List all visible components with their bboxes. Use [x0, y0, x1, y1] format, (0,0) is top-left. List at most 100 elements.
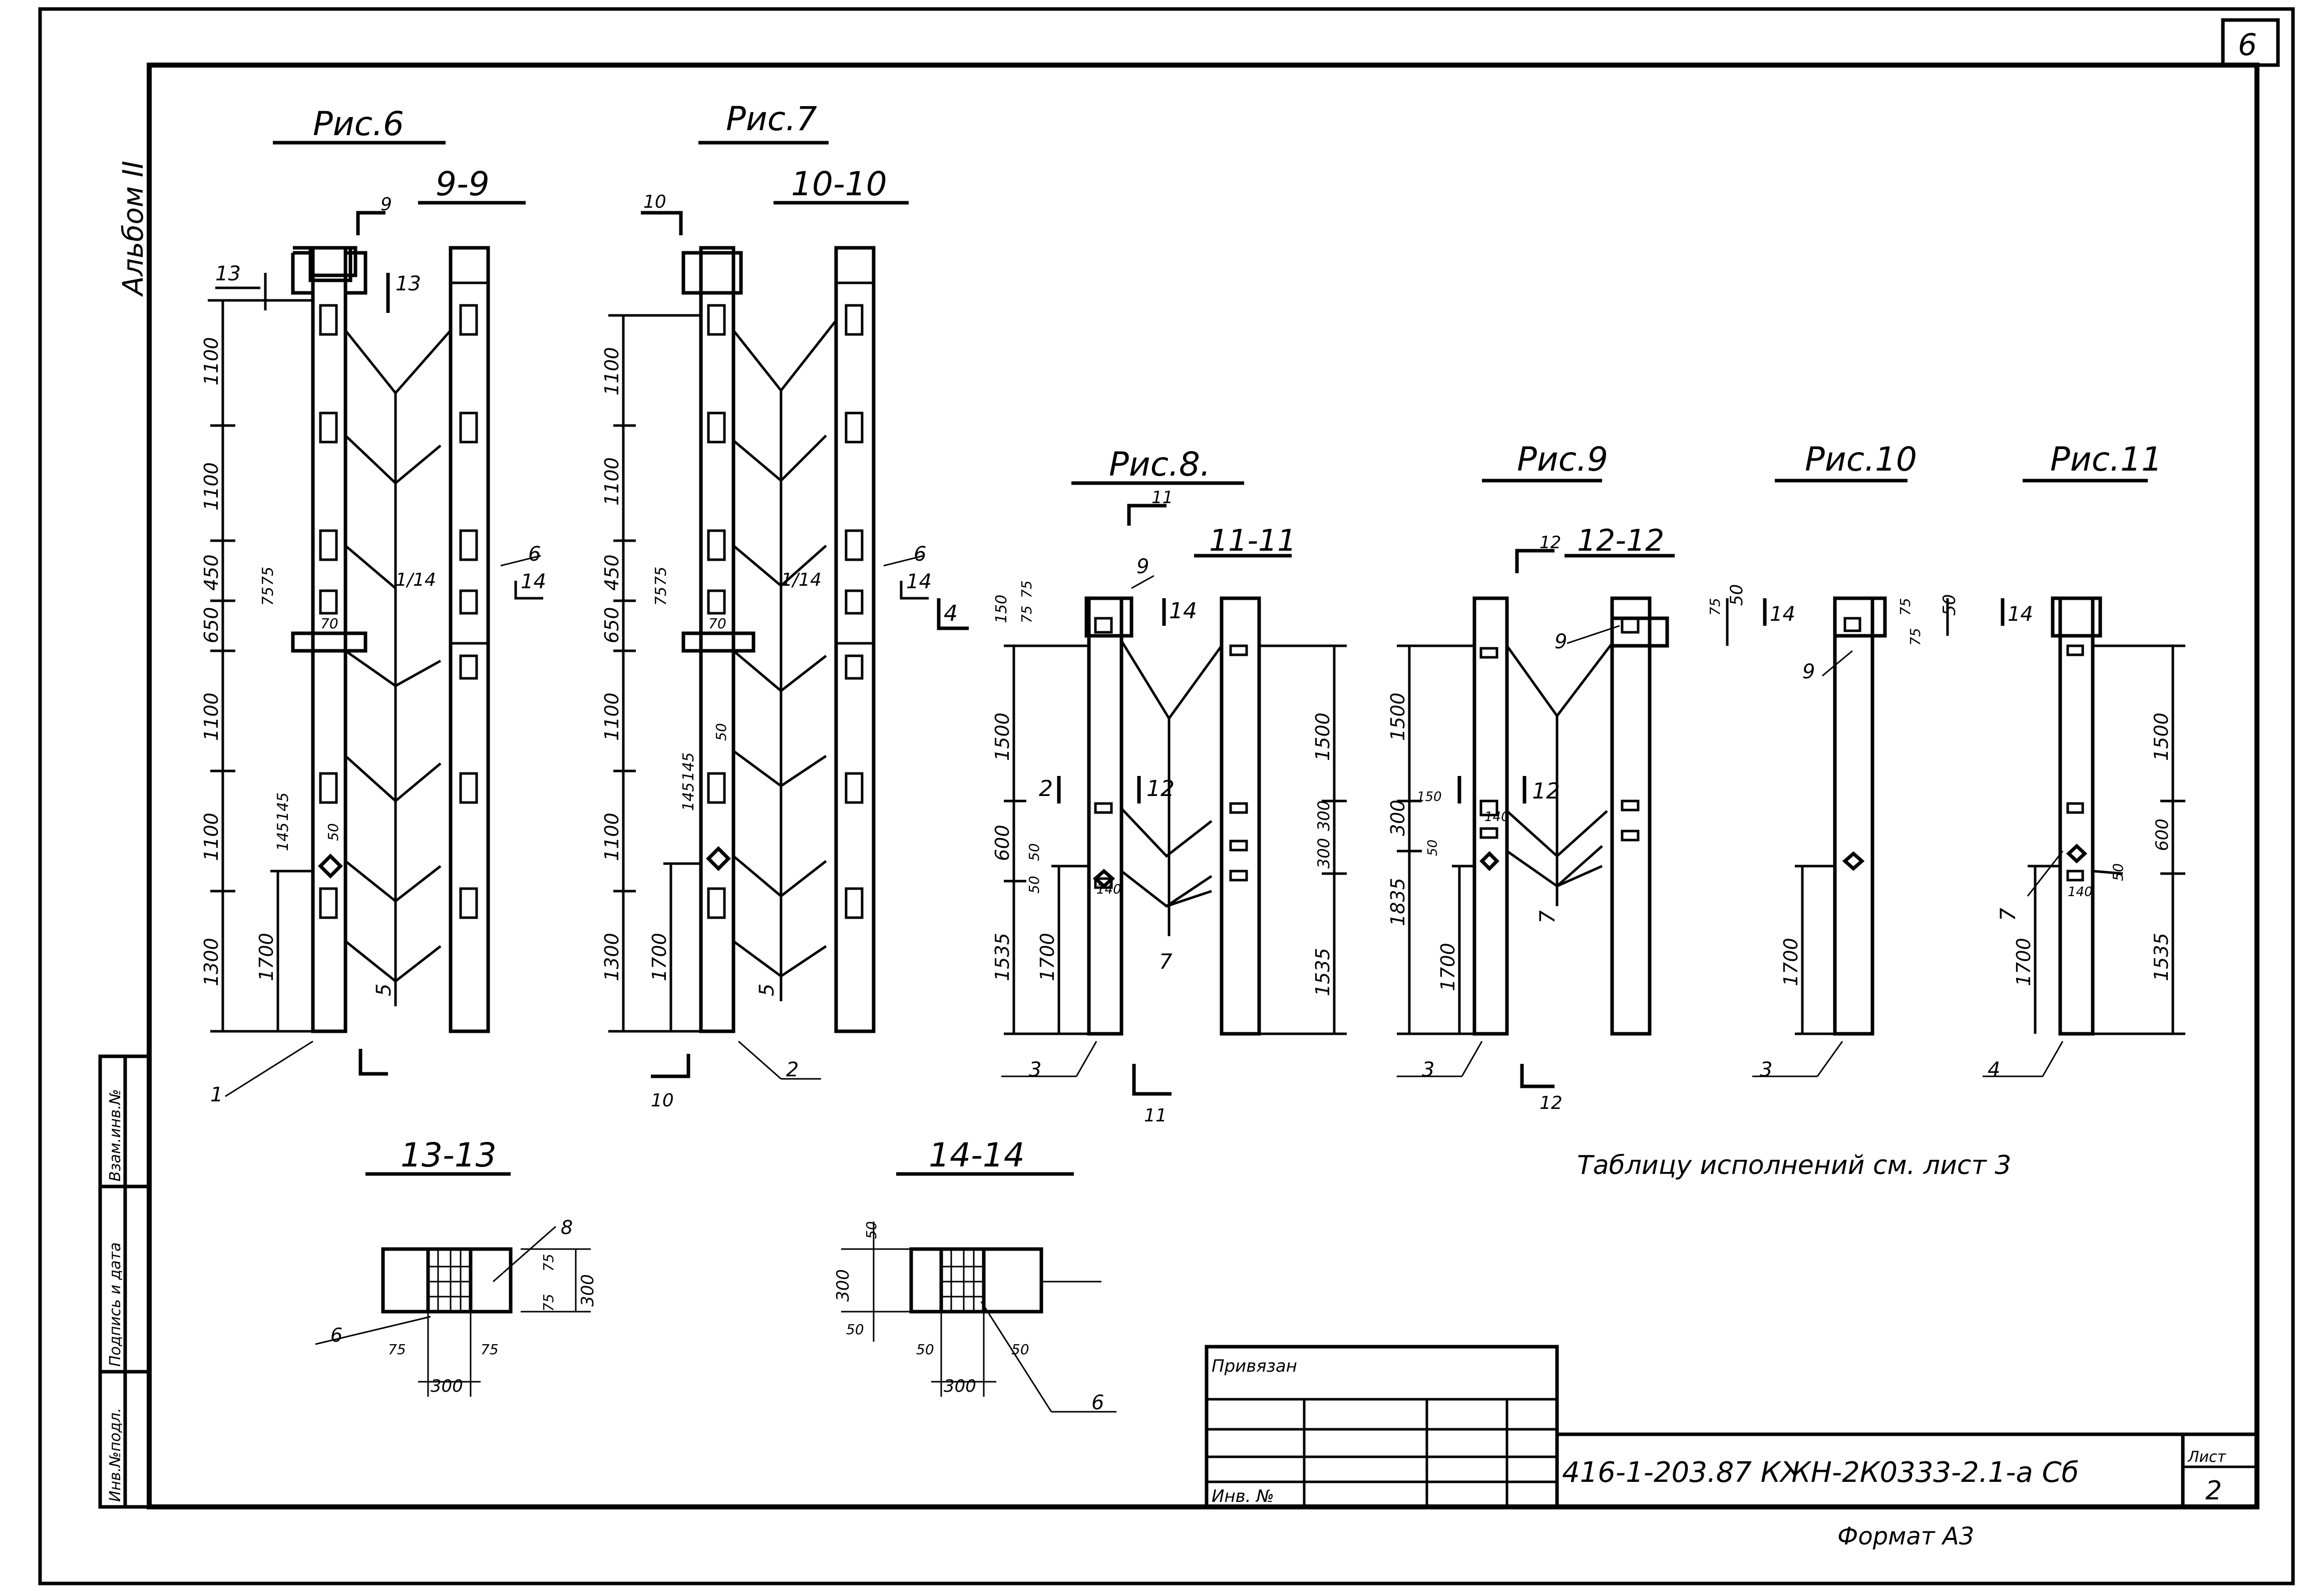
figure-6-section-label: 9-9 [436, 165, 490, 203]
section-13-pos-8: 8 [561, 1217, 573, 1239]
figure-8-dim-11: 300 [1314, 838, 1333, 869]
figure-9-dim-0: 1500 [1387, 692, 1409, 741]
figure-6-pos-6: 6 [528, 543, 541, 566]
figure-9-part-7: 7 [1535, 910, 1560, 924]
figure-11-dim-4: 1700 [2013, 938, 2035, 986]
figure-11-title: Рис.11 [2050, 440, 2162, 479]
figure-8-dim-2: 75 [1018, 605, 1035, 623]
figure-6-dim-10: 145 [274, 792, 292, 821]
figure-9-lbl-12: 12 [1532, 778, 1560, 804]
figure-6-pos-6-mark: 1/14 [396, 570, 436, 590]
figure-9-column-left [1472, 596, 1509, 1036]
figure-9-dim-8: 140 [1484, 810, 1509, 825]
figure-6-column-left [291, 248, 367, 1033]
title-block: Привязан Инв. № 416-1-203.87 КЖН-2К0333-… [1205, 1345, 2259, 1509]
figure-7-dim-12: 50 [713, 723, 729, 741]
figure-6-dim-13: 70 [320, 615, 338, 632]
figure-8-lbl-14: 14 [1169, 598, 1197, 624]
figure-6-lbl-14: 14 [521, 570, 546, 593]
figure-9-dim-7: 50 [1727, 584, 1747, 606]
stamp-sheet-number: 2 [2205, 1476, 2222, 1506]
section-13-dim-5: 300 [578, 1274, 598, 1307]
album-label: Альбом II [117, 161, 150, 297]
figure-6-dim-6: 1300 [200, 938, 222, 986]
figure-6-dim-3: 650 [200, 607, 222, 643]
figure-9-pos-9: 9 [1555, 630, 1567, 653]
stamp-sheet-label: Лист [2187, 1448, 2227, 1466]
figure-7-dim-13: 70 [708, 615, 726, 632]
format-note: Формат А3 [1837, 1522, 1974, 1550]
figure-6-dim-4: 1100 [200, 692, 222, 741]
figure-8-dim-4: 600 [991, 825, 1013, 861]
section-13-pos-6: 6 [330, 1324, 342, 1346]
figure-7-dim-5: 1100 [601, 813, 623, 861]
figure-7-dim-0: 1100 [601, 347, 623, 395]
figure-6-dim-5: 1100 [200, 813, 222, 861]
section-14-dim-2: 50 [846, 1321, 864, 1338]
figure-6-dim-2: 450 [200, 554, 222, 591]
figure-7-dim-11: 145 [680, 782, 697, 811]
figure-10-dim-1: 75 [1907, 628, 1924, 646]
figure-9-dim-5: 1700 [1437, 943, 1459, 991]
figure-7-cut-mark-top: 10 [643, 192, 666, 212]
section-14-dim-4: 50 [1011, 1341, 1029, 1358]
figure-7-dim-2: 450 [601, 554, 623, 591]
figure-7-dim-7: 1700 [648, 933, 670, 981]
section-14-dim-0: 50 [863, 1221, 880, 1239]
figure-7-column-left [699, 246, 735, 1033]
figure-8-dim-7: 1535 [991, 933, 1013, 981]
figure-10-lbl-14: 14 [1770, 603, 1795, 626]
figure-8-base-label: 3 [1029, 1058, 1041, 1081]
section-13-13: 13-13 75 75 300 75 75 300 8 6 [315, 1136, 598, 1397]
figure-9-dim-3: 150 [1417, 789, 1442, 805]
section-13-dim-2: 300 [431, 1376, 463, 1396]
figure-7-cut-mark-bottom: 10 [651, 1090, 674, 1111]
section-14-pos-6: 6 [1091, 1391, 1104, 1414]
figure-8-cut-mark: 11 [1151, 488, 1173, 508]
figure-11-dim-0: 1500 [2150, 712, 2172, 761]
figure-11-base-label: 4 [1988, 1058, 2000, 1081]
figure-6-dim-chain [208, 273, 313, 1033]
figure-6-column-right [449, 246, 490, 1033]
figure-9-dim-6: 75 [1707, 598, 1723, 616]
corner-number-box [2221, 18, 2280, 67]
figure-6-dim-9: 75 [259, 587, 277, 606]
figure-6-base-label: 1 [210, 1083, 223, 1106]
figure-7-lattice [732, 319, 837, 1001]
figure-6-pos-13a: 13 [215, 262, 241, 285]
figure-10-dim-2: 50 [1940, 594, 1960, 616]
figure-8-dim-6: 50 [1026, 876, 1042, 894]
figure-6-cut-mark: 9 [380, 194, 392, 215]
figure-8-lbl-12: 12 [1146, 776, 1175, 802]
figure-10-dim-3: 1700 [1780, 938, 1802, 986]
figure-9-cut-mark: 12 [1540, 533, 1561, 553]
figure-6-dim-7: 1700 [255, 933, 277, 981]
figure-7-dim-1: 1100 [601, 457, 623, 506]
figure-7-dim-4: 1100 [601, 692, 623, 741]
figure-8-dim-10: 300 [1314, 801, 1333, 831]
figure-7-column-right [834, 246, 876, 1033]
figure-8-dim-3: 1500 [991, 712, 1013, 761]
side-stamp: Инв.№подл. Подпись и дата Взам.инв.№ [98, 1054, 151, 1509]
inner-frame [147, 63, 2259, 1509]
section-14-dim-1: 300 [833, 1269, 853, 1302]
figure-7-dim-6: 1300 [601, 933, 623, 981]
figure-11-dim-1: 600 [2152, 819, 2172, 851]
figure-8-lattice [1120, 640, 1223, 936]
section-14-dim-3: 50 [916, 1341, 934, 1358]
figure-6-dim-11: 145 [274, 823, 292, 851]
figure-8-column-left [1087, 596, 1123, 1036]
figure-8-column-right [1220, 596, 1261, 1036]
figure-7-dim-9: 75 [652, 587, 670, 606]
figure-11-column [2058, 596, 2095, 1036]
figure-7-dim-10: 145 [680, 752, 697, 781]
figure-8-cut-mark-bottom: 11 [1144, 1105, 1167, 1126]
section-13-title: 13-13 [401, 1136, 497, 1174]
figure-8-dim-8: 1700 [1036, 933, 1058, 981]
side-stamp-replace-inv: Взам.инв.№ [107, 1089, 124, 1181]
figure-10-column [1833, 596, 1874, 1036]
figure-9-dim-1: 300 [1387, 800, 1409, 836]
figure-6-pos-13b: 13 [396, 272, 421, 295]
figure-7-lbl-14: 14 [906, 570, 932, 593]
